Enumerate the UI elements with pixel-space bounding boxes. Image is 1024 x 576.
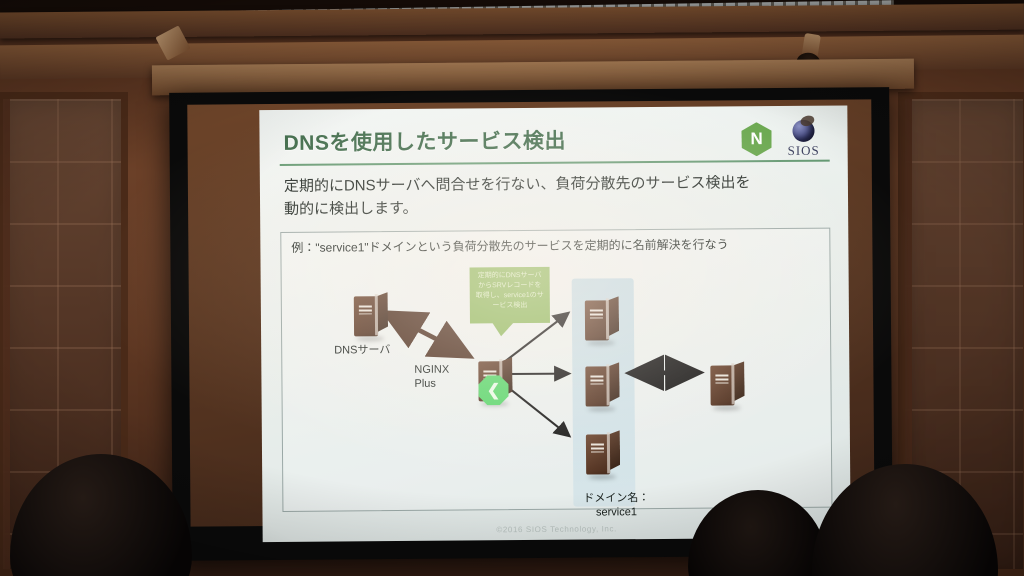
conference-room-photo: DNSを使用したサービス検出 N SIOS 定期的にDNSサーバへ問合せを行ない… — [0, 0, 1024, 576]
photo-vignette — [0, 0, 1024, 576]
